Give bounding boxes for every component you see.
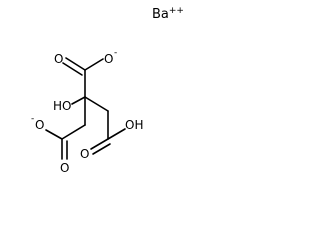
- bond-right-c-o-double-a: [90, 138, 109, 150]
- charge-o-top-anion: -: [114, 48, 117, 58]
- atom-o-right-hydroxyl: OH: [125, 118, 143, 132]
- barium-ion-label: Ba++: [152, 6, 184, 22]
- bond-c1-o-single: [84, 58, 104, 71]
- bond-c1-o-double-b: [62, 62, 83, 76]
- atom-hydroxyl: HO: [53, 99, 71, 113]
- atom-o-top-carbonyl: O: [54, 52, 63, 66]
- atom-o-top-anion: O: [104, 52, 113, 66]
- bond-c1-o-double-a: [65, 57, 86, 71]
- atom-o-left-anion: O: [35, 118, 44, 132]
- bond-left-c-o-single: [45, 129, 63, 140]
- barium-symbol: Ba: [152, 7, 169, 22]
- citrate-barium-structure: Ba++ O O - HO - O O OH O: [31, 6, 184, 175]
- barium-charge: ++: [169, 6, 184, 16]
- bond-c2-oh: [71, 96, 86, 105]
- bond-right-c-o-double-b: [92, 143, 111, 155]
- bond-right-c-oh: [107, 128, 126, 140]
- bond-c2-ch2-right: [84, 96, 109, 112]
- bond-lines: [45, 57, 126, 160]
- bond-ch2-left-c: [61, 124, 86, 140]
- atom-o-right-carbonyl: O: [80, 147, 89, 161]
- atom-labels: O O - HO - O O OH O: [31, 48, 143, 175]
- charge-o-left-anion: -: [31, 114, 34, 124]
- atom-o-left-carbonyl: O: [60, 161, 69, 175]
